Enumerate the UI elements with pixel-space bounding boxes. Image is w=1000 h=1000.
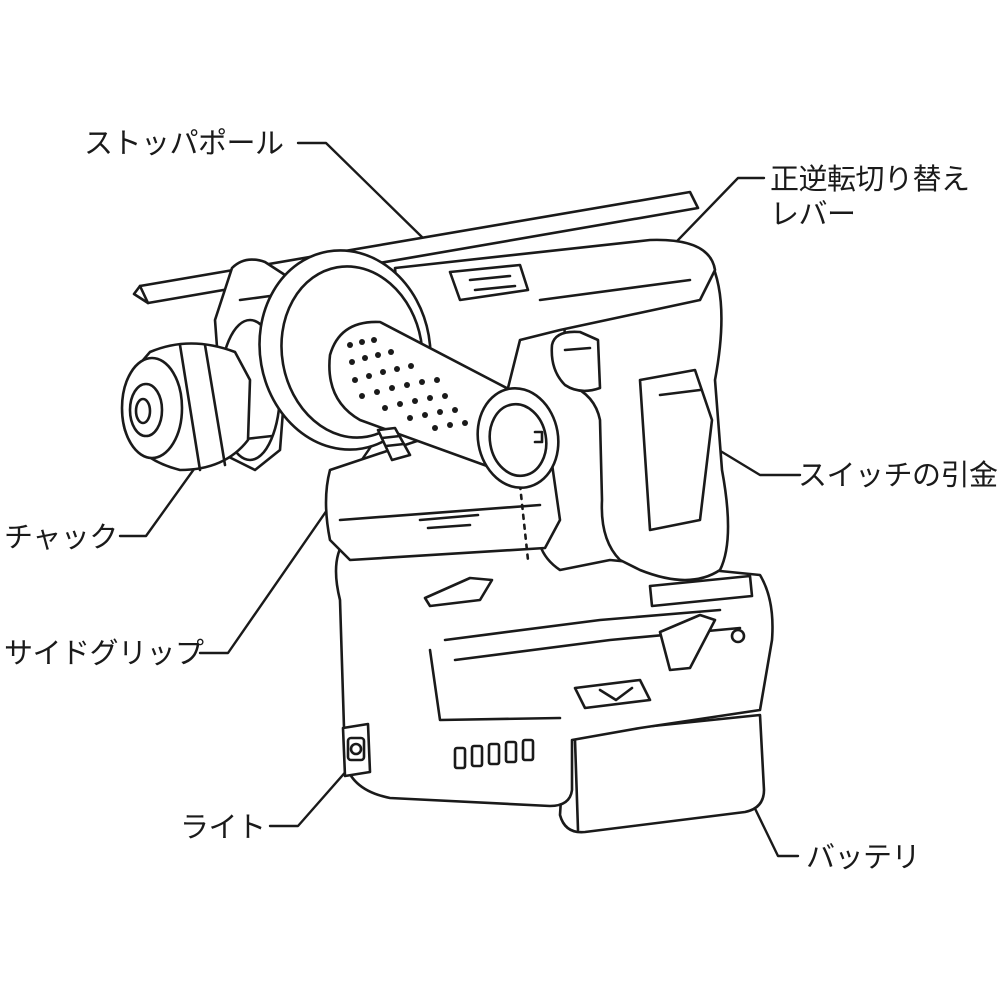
leader-chuck xyxy=(118,442,214,538)
label-light: ライト xyxy=(180,810,266,844)
label-side-grip: サイドグリップ xyxy=(4,636,204,670)
leader-lines xyxy=(118,141,802,858)
grip-dimples xyxy=(347,337,468,431)
chuck xyxy=(120,342,252,472)
side-grip xyxy=(258,249,560,490)
label-switch-trigger: スイッチの引金 xyxy=(798,458,998,492)
label-battery: バッテリ xyxy=(806,840,921,874)
label-reverse-lever-line1: 正逆転切り替え xyxy=(770,162,970,196)
leader-battery xyxy=(744,788,800,858)
lower-housing xyxy=(334,538,774,808)
label-reverse-lever-line2: レバー xyxy=(770,197,856,231)
leader-light xyxy=(268,758,358,828)
leader-stopper-pole xyxy=(296,141,427,242)
label-chuck: チャック xyxy=(4,520,118,554)
label-stopper-pole: ストッパポール xyxy=(84,126,284,160)
